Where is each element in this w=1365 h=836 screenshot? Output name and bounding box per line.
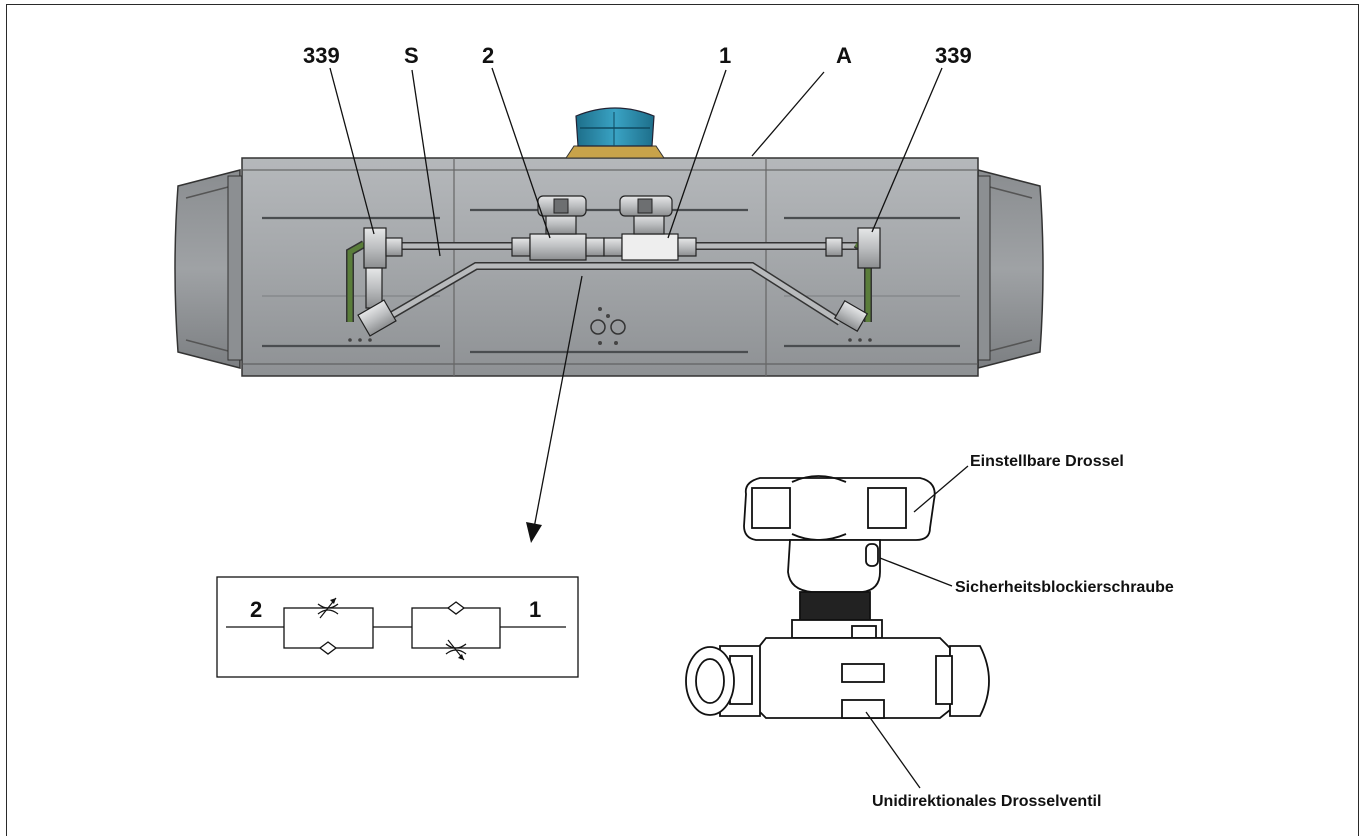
detail-leaders	[865, 465, 969, 789]
position-indicator	[565, 107, 665, 159]
callout-339-right: 339	[935, 43, 972, 68]
valve-1	[603, 195, 697, 261]
valve-detail-drawing	[685, 475, 990, 719]
left-end-cap	[174, 169, 241, 369]
schematic-port-1: 1	[529, 597, 541, 622]
valve-2	[511, 195, 605, 261]
callout-leaders	[329, 67, 943, 529]
right-end-cap	[977, 169, 1044, 369]
callout-2: 2	[482, 43, 494, 68]
callout-1: 1	[719, 43, 731, 68]
piping	[346, 195, 881, 337]
label-adjustable-throttle: Einstellbare Drossel	[970, 453, 1124, 470]
label-safety-screw: Sicherheitsblockierschraube	[955, 579, 1174, 596]
arrow-head	[526, 522, 542, 543]
schematic-port-2: 2	[250, 597, 262, 622]
figure-frame	[6, 4, 1359, 836]
callout-a: A	[836, 43, 852, 68]
callout-s: S	[404, 43, 419, 68]
label-unidirectional-valve: Unidirektionales Drosselventil	[872, 793, 1101, 810]
callout-339-left: 339	[303, 43, 340, 68]
flow-schematic	[216, 576, 579, 678]
